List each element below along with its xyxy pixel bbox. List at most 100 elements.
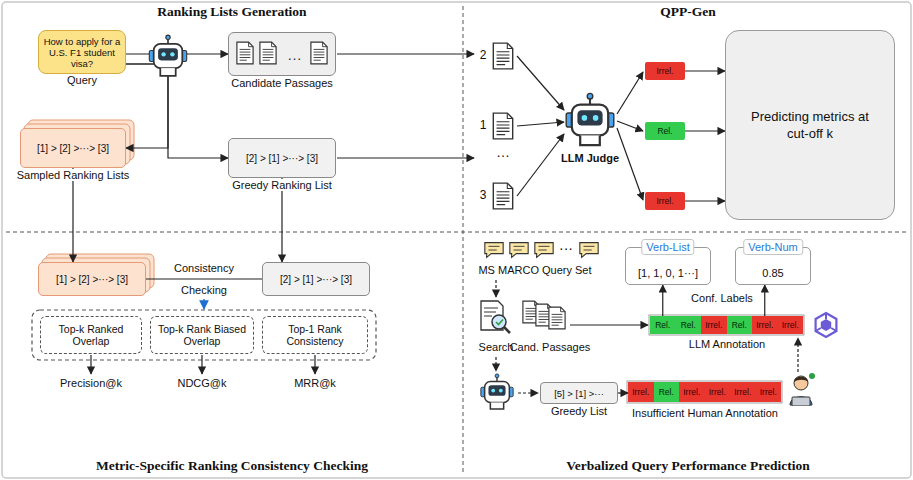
metric-group-frame (32, 310, 376, 360)
document-icon (523, 301, 539, 323)
icon-caption: LLM Judge (545, 152, 635, 165)
query-box: How to apply for a U.S. F1 student visa?… (38, 30, 126, 74)
box-heading: Verb-List (641, 239, 694, 255)
flow-arrow (617, 121, 643, 131)
search-icon (481, 301, 510, 333)
box-caption: Query (65, 75, 99, 86)
flow-arrow (337, 53, 474, 54)
box-text: [2] > [1] >···> [3] (280, 274, 352, 285)
box-text: Rel. (655, 320, 670, 330)
box-text: Predicting metrics at cut-off k (748, 108, 872, 142)
annotation-bar-frame (649, 315, 804, 335)
box-caption: Greedy Ranking List (230, 179, 334, 191)
flow-arrow (618, 392, 628, 393)
annotation-cell: Irrel. (705, 382, 731, 402)
panel-title: QPP-Gen (588, 4, 788, 20)
annotation-cell: Rel. (650, 316, 676, 334)
box-text: [1] > [2] >···> [3] (56, 274, 128, 285)
icon-caption: Search (466, 341, 526, 354)
qwen-logo (816, 313, 837, 337)
document-icon (493, 43, 512, 69)
verbal-label-box: Verb-List[1, 1, 0, 1···] (625, 247, 711, 285)
metric-name: NDCG@k (152, 377, 252, 390)
document-icon (311, 42, 327, 64)
query-bubble-icon (510, 243, 528, 258)
box-text: Top-1 Rank Consistency (266, 323, 364, 348)
flow-arrow (797, 338, 798, 372)
box-text: Top-k Rank Biased Overlap (154, 323, 250, 348)
ranking-list-box: [5] > [1] >···Greedy List (540, 382, 618, 404)
flow-arrow (685, 200, 725, 201)
box-text: Irrel. (657, 196, 674, 206)
box-caption: Sampled Ranking Lists (15, 169, 132, 181)
annotation-bar-frame (627, 381, 782, 403)
box-text: Rel. (657, 126, 672, 136)
metric-check-box: Top-1 Rank Consistency (262, 316, 368, 354)
box-caption: Candidate Passages (229, 77, 335, 89)
human-annotator-icon (790, 373, 815, 406)
metric-check-box: Top-k Rank Biased Overlap (150, 316, 254, 354)
panel-title: Verbalized Query Performance Prediction (478, 458, 898, 474)
box-text: … (287, 46, 302, 63)
ellipsis: ··· (555, 242, 577, 255)
llm-robot-icon (149, 35, 186, 76)
llm-judge-icon (566, 93, 614, 145)
box-text: Irrel. (760, 387, 777, 397)
box-text: Irrel. (734, 387, 751, 397)
metric-prediction-box: Predicting metrics at cut-off k (725, 30, 895, 220)
flow-arrow (517, 134, 564, 196)
box-text: Irrel. (705, 320, 722, 330)
box-text: Irrel. (782, 320, 799, 330)
box-text: 0.85 (762, 267, 783, 279)
flow-arrow (72, 168, 73, 262)
metric-name: Precision@k (41, 377, 141, 390)
document-icon (260, 42, 276, 64)
annotation-cell: Irrel. (756, 382, 782, 402)
box-text: Top-k Ranked Overlap (44, 323, 138, 348)
flow-arrow (146, 278, 262, 279)
query-bubble-icon (580, 243, 598, 258)
annotation-caption: Insufficient Human Annotation (605, 407, 805, 420)
llm-robot-icon (481, 374, 513, 409)
divider-line (463, 6, 464, 474)
document-icon (237, 42, 253, 64)
annotation-cell: Rel. (654, 382, 680, 402)
query-bubble-icon (535, 243, 553, 258)
annotation-cell: Irrel. (752, 316, 778, 334)
box-text: Irrel. (657, 66, 674, 76)
annotation-cell: Irrel. (778, 316, 804, 334)
annotation-cell: Rel. (727, 316, 753, 334)
ellipsis: … (491, 146, 515, 159)
document-icon (493, 183, 512, 209)
flow-arrow (517, 56, 564, 110)
flow-arrow (685, 130, 725, 131)
passage-set-box: …Candidate Passages (228, 32, 336, 76)
document-icon (549, 307, 565, 329)
box-text: [5] > [1] >··· (554, 388, 604, 399)
flow-arrow (337, 157, 474, 158)
flow-arrow (517, 122, 564, 126)
verbal-label-box: Verb-Num0.85 (735, 247, 811, 285)
flow-arrow (126, 53, 228, 54)
flow-arrow (495, 280, 496, 297)
box-text: Irrel. (632, 387, 649, 397)
annotation-caption: LLM Annotation (662, 338, 792, 351)
box-text: [2] > [1] >···> [3] (246, 153, 318, 164)
box-text: [1] > [2] >···> [3] (37, 143, 109, 154)
check-arrow (203, 299, 204, 309)
flow-arrow (90, 355, 91, 374)
flow-arrow (617, 72, 643, 114)
box-heading: Verb-Num (743, 239, 803, 255)
box-text: Rel. (681, 320, 696, 330)
flow-arrow (126, 64, 168, 148)
divider-line (6, 232, 907, 233)
flow-arrow (518, 392, 538, 393)
box-text: Irrel. (756, 320, 773, 330)
flow-arrow (126, 64, 228, 158)
flow-arrow (570, 324, 648, 325)
annotation-cell: Rel. (676, 316, 702, 334)
icon-caption: MS MARCO Query Set (465, 264, 605, 277)
rank-number: 1 (475, 119, 491, 132)
box-text: How to apply for a U.S. F1 student visa? (43, 36, 121, 69)
